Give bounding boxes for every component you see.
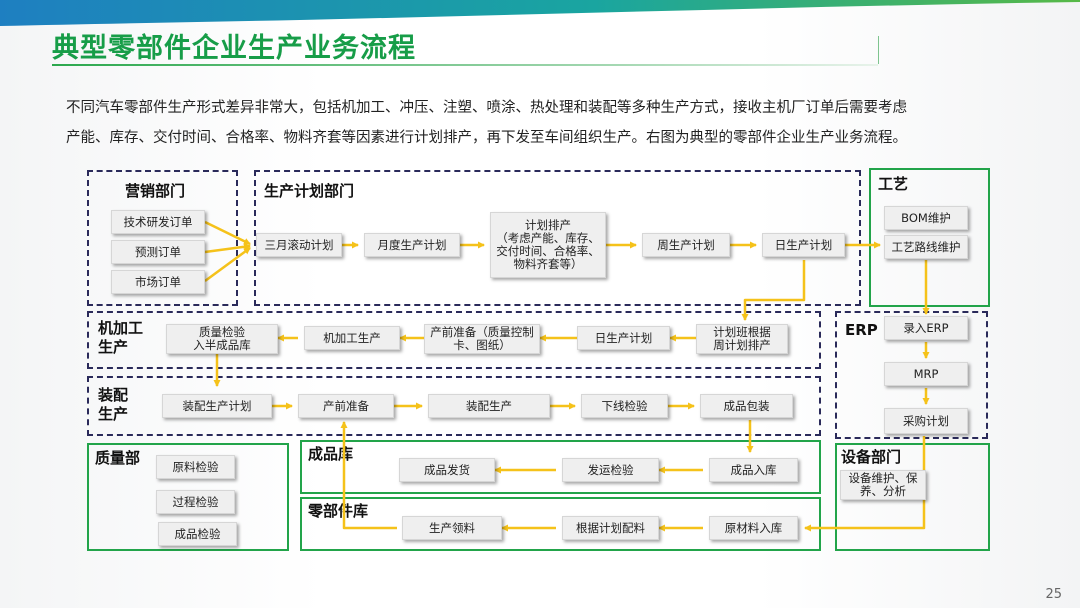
node-plan-kitting: 根据计划配料	[562, 516, 659, 540]
node-routing: 工艺路线维护	[884, 235, 968, 259]
node-mrp: MRP	[884, 362, 968, 386]
node-process-check: 过程检验	[156, 490, 235, 514]
zone-label-parts-store: 零部件库	[308, 502, 369, 520]
node-machining: 机加工生产	[304, 326, 400, 350]
node-shift-plan: 计划班根据 周计划排产	[696, 324, 788, 354]
node-product-in: 成品入库	[709, 458, 798, 482]
title-divider	[878, 36, 879, 64]
zone-label-erp: ERP	[845, 321, 878, 339]
node-erp-entry: 录入ERP	[884, 316, 968, 340]
zone-label-machining: 机加工 生产	[98, 319, 144, 356]
node-market-order: 市场订单	[111, 270, 205, 294]
node-pre-prep-2: 产前准备	[298, 394, 394, 418]
node-prod-pick: 生产领料	[402, 516, 502, 540]
node-equipment-maint: 设备维护、保 养、分析	[840, 470, 926, 500]
node-assembly-plan: 装配生产计划	[162, 394, 272, 418]
zone-label-planning: 生产计划部门	[264, 182, 355, 200]
zone-label-marketing: 营销部门	[125, 182, 186, 200]
zone-label-quality: 质量部	[95, 449, 141, 467]
zone-assembly: 装配 生产	[87, 376, 821, 436]
zone-process: 工艺	[869, 168, 990, 307]
node-purchase-plan: 采购计划	[884, 408, 968, 434]
intro-text: 不同汽车零部件生产形式差异非常大，包括机加工、冲压、注塑、喷涂、热处理和装配等多…	[66, 93, 1016, 153]
node-shipping-check: 发运检验	[562, 458, 659, 482]
page-title: 典型零部件企业生产业务流程	[52, 33, 416, 64]
node-qc-semi: 质量检验 入半成品库	[166, 324, 278, 354]
node-assembly-prod: 装配生产	[428, 394, 550, 418]
top-banner	[0, 0, 1080, 26]
node-product-delivery: 成品发货	[399, 458, 495, 482]
node-final-check: 成品检验	[158, 522, 237, 546]
node-raw-in: 原材料入库	[709, 516, 798, 540]
node-forecast-order: 预测订单	[111, 240, 205, 264]
node-tech-order: 技术研发订单	[111, 210, 205, 234]
node-three-month-plan: 三月滚动计划	[256, 233, 342, 257]
zone-label-process: 工艺	[878, 175, 909, 193]
title-underline	[52, 64, 878, 66]
zone-quality: 质量部	[87, 443, 289, 551]
intro-line-1: 不同汽车零部件生产形式差异非常大，包括机加工、冲压、注塑、喷涂、热处理和装配等多…	[66, 100, 907, 116]
zone-label-equipment: 设备部门	[841, 448, 902, 466]
node-pre-prep: 产前准备（质量控制 卡、图纸）	[424, 324, 540, 354]
node-scheduling: 计划排产 （考虑产能、库存、 交付时间、合格率、 物料齐套等）	[490, 212, 606, 278]
intro-line-2: 产能、库存、交付时间、合格率、物料齐套等因素进行计划排产，再下发至车间组织生产。…	[66, 130, 907, 146]
node-monthly-plan: 月度生产计划	[364, 233, 460, 257]
node-daily-plan-mid: 日生产计划	[577, 326, 670, 350]
node-offline-check: 下线检验	[581, 394, 668, 418]
zone-planning: 生产计划部门	[254, 170, 861, 306]
node-daily-plan-top: 日生产计划	[762, 233, 845, 257]
zone-label-assembly: 装配 生产	[98, 386, 129, 423]
zone-machining: 机加工 生产	[87, 311, 821, 369]
zone-label-finished-store: 成品库	[308, 445, 354, 463]
node-raw-check: 原料检验	[156, 455, 235, 479]
node-bom: BOM维护	[884, 206, 968, 230]
node-packaging: 成品包装	[700, 394, 793, 418]
node-weekly-plan: 周生产计划	[642, 233, 730, 257]
page-number: 25	[1045, 587, 1062, 602]
